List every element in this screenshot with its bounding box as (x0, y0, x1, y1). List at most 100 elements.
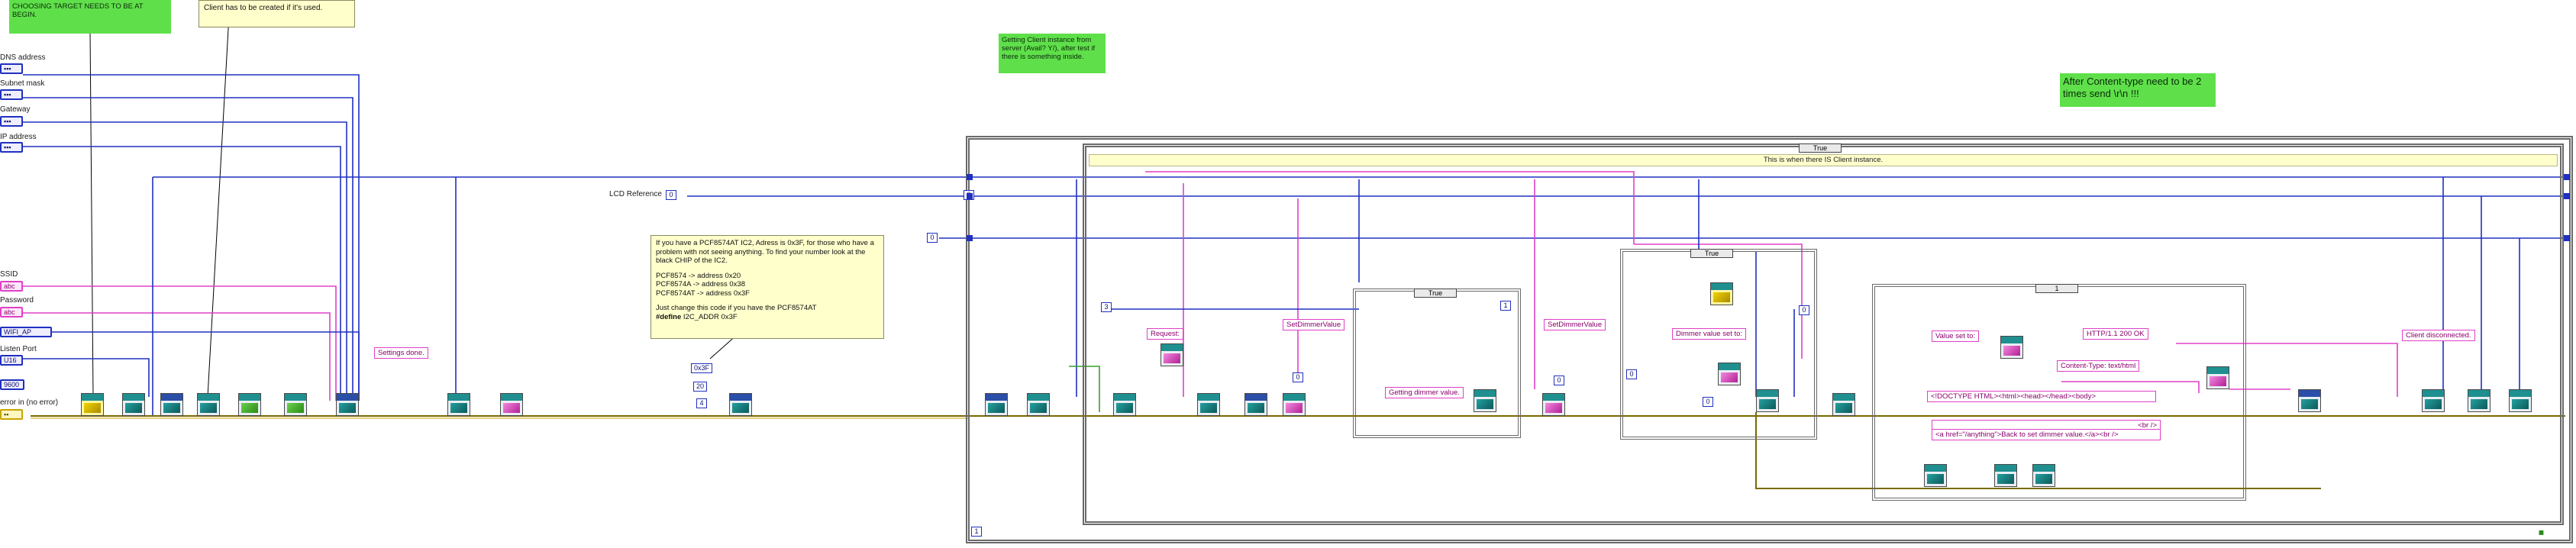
client-test-vi[interactable] (1027, 393, 1050, 416)
wifi-mode-control[interactable]: WIFI_AP (0, 327, 52, 337)
gateway-control[interactable]: ▪▪▪ (0, 116, 23, 127)
getting-dimmer-string[interactable]: Getting dimmer value. (1385, 387, 1464, 398)
wire-subnet (23, 98, 353, 401)
concat-request-vi[interactable] (1160, 343, 1183, 366)
client-close-vi[interactable] (2509, 389, 2532, 412)
server-begin-vi[interactable] (500, 393, 523, 416)
concat-dimmer-vi[interactable] (1718, 363, 1741, 385)
wifi-begin-vi[interactable] (238, 393, 261, 416)
tunnel-6 (2564, 235, 2570, 241)
num-flush[interactable]: 0 (1799, 305, 1809, 315)
ssid-label: SSID (0, 270, 18, 279)
lcd-print-vi-2[interactable] (1197, 393, 1220, 416)
gateway-label: Gateway (0, 105, 30, 114)
search-string-vi-2[interactable] (1542, 393, 1565, 416)
dimmer-write-vi[interactable] (1710, 282, 1733, 305)
wire-dns (23, 75, 359, 401)
listen-port-control[interactable]: U16 (0, 355, 23, 366)
note-after-content-type: After Content-type need to be 2 times se… (2060, 73, 2216, 107)
set-dimmer-value-string-2[interactable]: SetDimmerValue (1544, 319, 1606, 330)
case-response-selector[interactable]: 1 (2035, 284, 2078, 293)
password-control[interactable]: abc (0, 307, 23, 318)
serial-vi[interactable] (160, 393, 183, 416)
client-flush-vi[interactable] (1832, 393, 1855, 416)
wire-ip (23, 147, 341, 401)
num-case2b[interactable]: 0 (1703, 397, 1713, 407)
case-set-dimmer-selector[interactable]: True (1690, 249, 1733, 258)
tunnel-4 (2564, 174, 2570, 180)
wire-ssid (23, 286, 336, 401)
back-link-string[interactable]: <a href="/anything">Back to set dimmer v… (1932, 429, 2161, 440)
init-vi[interactable] (122, 393, 145, 416)
doctype-string[interactable]: <!DOCTYPE HTML><html><head></head><body> (1927, 391, 2156, 402)
num-rows[interactable]: 4 (696, 398, 707, 408)
num-offset[interactable]: 0 (1293, 372, 1303, 382)
num-offset-2[interactable]: 0 (1554, 376, 1564, 385)
loop-iteration: 1 (971, 527, 982, 537)
pcf-line-1: If you have a PCF8574AT IC2, Adress is 0… (656, 239, 879, 266)
set-dimmer-value-string[interactable]: SetDimmerValue (1283, 319, 1344, 330)
case-getting-dimmer-selector[interactable]: True (1414, 289, 1457, 298)
lcd-clear-vi[interactable] (1244, 393, 1267, 416)
subnet-control[interactable]: ▪▪▪ (0, 89, 23, 100)
num-ref-a[interactable]: 0 (927, 233, 938, 243)
pcf-line-2: PCF8574 -> address 0x20 (656, 272, 879, 281)
wire-password (23, 313, 330, 401)
pcf-line-6: #define I2C_ADDR 0x3F (656, 313, 879, 322)
note-pointer-2 (208, 15, 229, 397)
concat-response-vi[interactable] (2000, 336, 2023, 359)
num-case1[interactable]: 1 (1500, 301, 1511, 311)
num-i2c-addr[interactable]: 0x3F (691, 363, 712, 373)
content-type-string[interactable]: Content-Type: text/html (2057, 360, 2139, 372)
tunnel-2 (967, 193, 973, 199)
search-string-vi[interactable] (1283, 393, 1306, 416)
build-html-vi[interactable] (2206, 366, 2229, 389)
baud-control[interactable]: 9600 (0, 379, 24, 390)
num-case2[interactable]: 0 (1626, 369, 1637, 379)
http-ok-string[interactable]: HTTP/1.1 200 OK (2083, 328, 2148, 340)
pcf-line-3: PCF8574A -> address 0x38 (656, 280, 879, 289)
target-vi[interactable] (81, 393, 104, 416)
ssid-control[interactable]: abc (0, 281, 23, 292)
subnet-label: Subnet mask (0, 79, 44, 88)
value-set-to-string[interactable]: Value set to: (1932, 330, 1979, 342)
wire-listen-port (23, 359, 149, 397)
request-string[interactable]: Request: (1147, 328, 1183, 340)
lcd-clear-vi-2[interactable] (2468, 389, 2490, 412)
lcd-print-vi-4[interactable] (1756, 389, 1779, 412)
wifi-config-vi[interactable] (336, 393, 359, 416)
client-print-vi-1[interactable] (1924, 464, 1947, 487)
note-pcf-info: If you have a PCF8574AT IC2, Adress is 0… (650, 235, 884, 339)
settings-done-string[interactable]: Settings done. (374, 347, 428, 359)
lcd-print-vi-5[interactable] (2422, 389, 2445, 412)
pcf-line-5: Just change this code if you have the PC… (656, 304, 879, 313)
lcd-init-vi[interactable] (729, 393, 752, 416)
tunnel-1 (967, 174, 973, 180)
client-print-vi-3[interactable] (2032, 464, 2055, 487)
client-stop-vi[interactable] (2298, 389, 2321, 412)
case-set-dimmer (1620, 249, 1817, 440)
lcd-reference-control[interactable]: 0 (666, 190, 676, 200)
lcd-reference-label: LCD Reference (609, 190, 662, 198)
num-clear[interactable]: 3 (1101, 302, 1112, 312)
wifi-mode-vi[interactable] (284, 393, 307, 416)
ip-control[interactable]: ▪▪▪ (0, 142, 23, 153)
lcd-print-vi-1[interactable] (447, 393, 470, 416)
read-string-vi[interactable] (1113, 393, 1136, 416)
pcf-line-4: PCF8574AT -> address 0x3F (656, 289, 879, 298)
error-in-label: error in (no error) (0, 398, 58, 407)
loop-stop-icon[interactable]: ⏹ (2539, 527, 2544, 537)
dns-control[interactable]: ▪▪▪ (0, 63, 23, 74)
note-pointer-1 (90, 31, 93, 397)
client-disconnected-string[interactable]: Client disconnected. (2402, 330, 2475, 341)
listen-port-label: Listen Port (0, 345, 37, 353)
server-avail-vi[interactable] (985, 393, 1008, 416)
note-client-created: Client has to be created if it's used. (199, 0, 355, 27)
client-create-vi[interactable] (197, 393, 220, 416)
error-in-control[interactable]: ▪▪ (0, 409, 23, 420)
dimmer-value-set-string[interactable]: Dimmer value set to: (1672, 328, 1746, 340)
num-cols[interactable]: 20 (693, 382, 707, 392)
client-print-vi-2[interactable] (1994, 464, 2017, 487)
lcd-print-vi-3[interactable] (1474, 389, 1496, 412)
main-case-selector[interactable]: True (1799, 143, 1842, 153)
